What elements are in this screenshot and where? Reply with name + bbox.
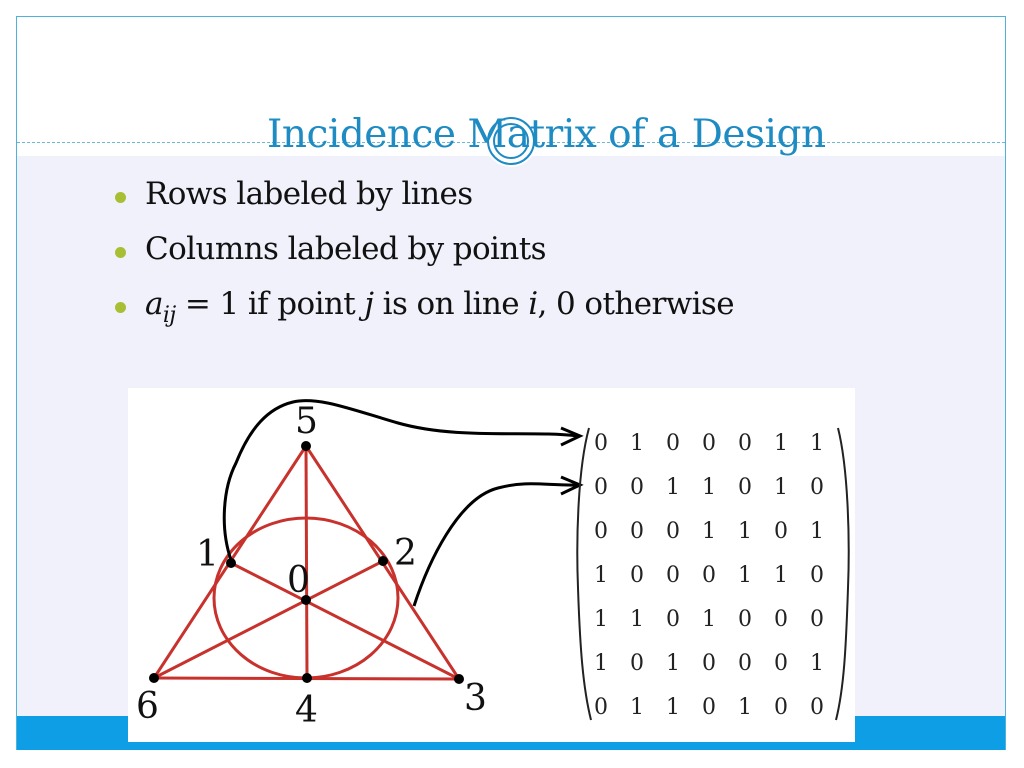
matrix-cell: 0 [810,607,824,632]
matrix-cell: 1 [702,519,716,544]
matrix-cell: 1 [666,475,680,500]
matrix-cell: 1 [630,607,644,632]
ornament-disc [485,115,537,167]
matrix-cell: 1 [738,563,752,588]
matrix-cell: 1 [810,431,824,456]
matrix-cell: 1 [810,519,824,544]
matrix-cell: 1 [810,651,824,676]
point-label-1: 1 [196,534,219,575]
matrix-cell: 0 [630,519,644,544]
matrix-cell: 1 [594,563,608,588]
arrow-curve-top [222,399,579,561]
bullet-item: Columns labeled by points [112,231,734,267]
point-1 [226,558,236,568]
arrow-head-top [560,426,584,447]
matrix-cell: 0 [630,475,644,500]
matrix-cell: 0 [702,431,716,456]
matrix-cell: 0 [738,651,752,676]
matrix-cell: 0 [810,695,824,720]
point-label-0: 0 [287,560,310,601]
matrix-cell: 1 [666,695,680,720]
bullet-text: Rows labeled by lines [145,176,473,212]
matrix-cell: 0 [738,475,752,500]
bullet-item: aij = 1 if point j is on line i, 0 other… [112,286,735,334]
point-5 [301,441,311,451]
matrix-cell: 0 [594,695,608,720]
matrix-cell: 1 [774,563,788,588]
matrix-cell: 1 [738,519,752,544]
matrix-cell: 1 [702,475,716,500]
matrix-cell: 0 [666,563,680,588]
matrix-cell: 0 [666,519,680,544]
matrix-bracket-left [576,427,592,721]
point-label-2: 2 [394,533,417,574]
matrix-cell: 0 [774,651,788,676]
fano-figure: 5 1 2 0 6 4 3 0 1 0 0 0 1 1 0 0 1 1 0 1 … [128,388,855,742]
matrix-cell: 0 [594,519,608,544]
matrix-cell: 0 [702,651,716,676]
matrix-cell: 0 [738,431,752,456]
arrow-curve-bottom [412,482,581,607]
bullet-text: Columns labeled by points [145,231,547,267]
point-0 [301,595,311,605]
matrix-cell: 1 [774,475,788,500]
matrix-cell: 0 [702,695,716,720]
matrix-cell: 1 [738,695,752,720]
bullet-text: , 0 otherwise [537,286,735,322]
point-label-4: 4 [295,690,318,731]
matrix-cell: 1 [594,607,608,632]
ornament-ring-inner [493,123,529,159]
point-label-5: 5 [295,401,318,442]
matrix-cell: 1 [630,431,644,456]
incidence-matrix: 0 1 0 0 0 1 1 0 0 1 1 0 1 0 0 0 0 1 1 0 … [594,431,824,720]
matrix-cell: 0 [702,563,716,588]
matrix-cell: 0 [630,563,644,588]
matrix-cell: 1 [774,431,788,456]
matrix-cell: 1 [630,695,644,720]
matrix-cell: 0 [774,519,788,544]
point-6 [149,673,159,683]
matrix-cell: 1 [702,607,716,632]
matrix-cell: 0 [774,695,788,720]
point-label-3: 3 [464,678,487,719]
matrix-cell: 0 [666,607,680,632]
bullet-dot-icon [115,302,126,313]
ornament-ring-outer [487,117,535,165]
matrix-cell: 0 [738,607,752,632]
bullet-text: = 1 if point [175,286,365,322]
bullet-dot-icon [115,192,126,203]
line-median-1-3 [230,561,460,681]
line-median-5-4 [304,445,309,679]
bullet-item: Rows labeled by lines [112,176,734,212]
matrix-cell: 0 [630,651,644,676]
point-3 [454,674,464,684]
matrix-bracket-right [835,427,850,721]
point-4 [302,673,312,683]
point-label-6: 6 [136,686,159,727]
matrix-cell: 1 [666,651,680,676]
math-var-i: i [528,286,538,322]
point-2 [378,556,388,566]
math-var-j: j [364,286,374,322]
title-ornament-icon [485,115,537,167]
matrix-cell: 0 [810,563,824,588]
matrix-cell: 0 [594,475,608,500]
matrix-cell: 0 [810,475,824,500]
matrix-cell: 0 [594,431,608,456]
matrix-cell: 0 [666,431,680,456]
line-median-2-6 [153,559,384,680]
fano-diagram: 5 1 2 0 6 4 3 0 1 0 0 0 1 1 0 0 1 1 0 1 … [136,399,850,731]
bullet-text: is on line [373,286,529,322]
slide-title: Incidence Matrix of a Design [267,112,826,157]
bullet-dot-icon [115,247,126,258]
math-subscript-ij: ij [162,303,176,328]
matrix-cell: 1 [594,651,608,676]
bullet-list: Rows labeled by lines Columns labeled by… [112,176,735,353]
math-var-a: a [145,286,163,322]
matrix-cell: 0 [774,607,788,632]
